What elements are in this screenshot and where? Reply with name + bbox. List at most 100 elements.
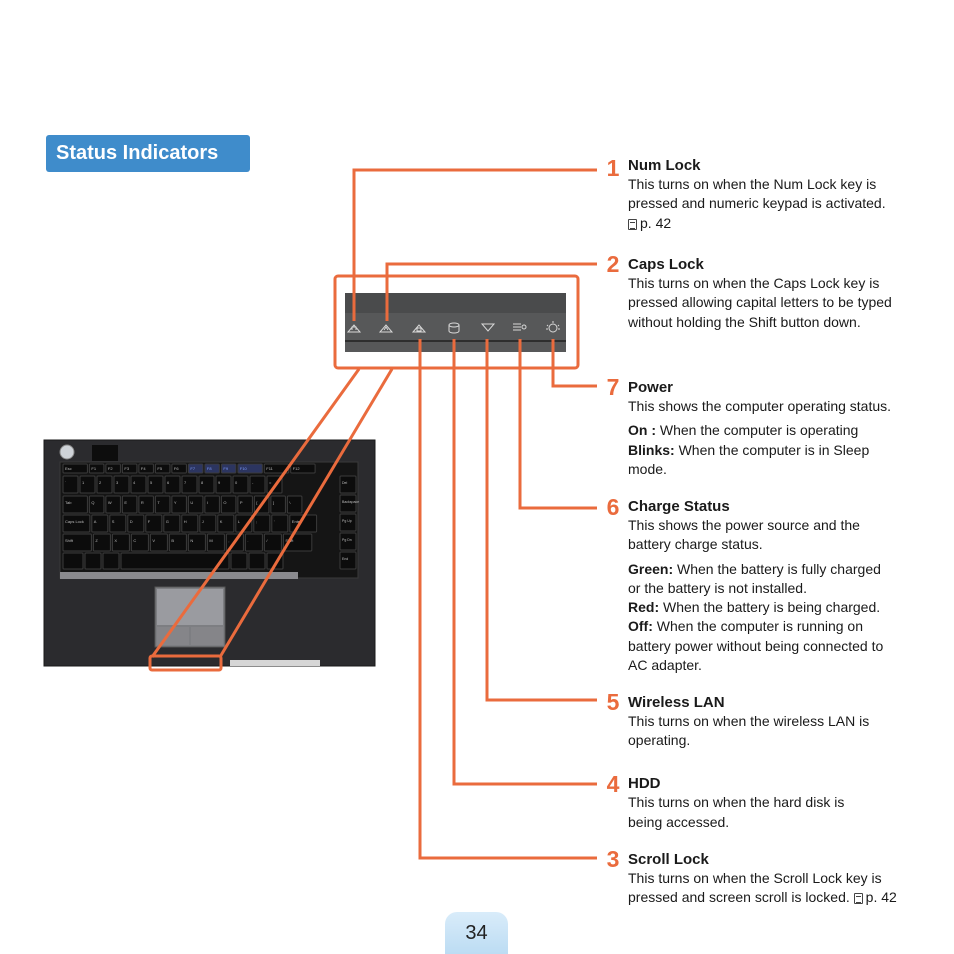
keyboard-key-label: 8: [201, 480, 204, 485]
scroll-lock-icon: [411, 324, 427, 333]
power-icon: [546, 321, 560, 333]
keyboard-key-label: ]: [273, 500, 274, 505]
keyboard-key-label: F9: [223, 466, 228, 471]
keyboard-key: [249, 475, 266, 494]
indicator-state: Red: When the battery is being charged.: [628, 599, 881, 616]
indicator-desc-line: This turns on when the wireless LAN is: [628, 713, 870, 729]
indicator-desc-line: This shows the computer operating status…: [628, 398, 892, 414]
keyboard-key-label: 6: [167, 480, 170, 485]
callout-number-5: 5: [606, 689, 620, 715]
keyboard-key: [62, 495, 88, 514]
touchpad: [157, 589, 223, 625]
keyboard-key: [79, 475, 96, 494]
keyboard-key: [244, 533, 263, 552]
indicator-power: Power This shows the computer operating …: [628, 378, 928, 479]
keyboard-key-label: 5: [150, 480, 153, 485]
keyboard-key: [220, 463, 237, 474]
keyboard-key-label: B: [171, 538, 174, 543]
keyboard-key: [204, 495, 220, 514]
keyboard-key-label: Tab: [65, 500, 72, 505]
keyboard-key: [102, 552, 120, 570]
indicator-hdd: HDD This turns on when the hard disk is …: [628, 774, 928, 833]
indicator-title: Wireless LAN: [628, 694, 725, 711]
keyboard-key: [147, 475, 164, 494]
keyboard-key: [339, 532, 357, 551]
callout-number-6: 6: [606, 494, 620, 520]
keyboard-key: [96, 475, 113, 494]
keyboard-key-label: F5: [157, 466, 162, 471]
indicator-desc-line: without holding the Shift button down.: [628, 313, 861, 330]
keyboard-key: [88, 463, 105, 474]
keyboard-key-label: .: [247, 538, 248, 543]
num-lock-icon: [346, 324, 362, 333]
keyboard-key: [171, 495, 187, 514]
keyboard-key: [181, 514, 199, 533]
keyboard-key: [109, 514, 127, 533]
keyboard-key: [113, 475, 130, 494]
keyboard-key: [286, 495, 303, 514]
manual-reference-icon: [853, 893, 863, 905]
page-reference[interactable]: p. 42: [853, 889, 897, 905]
keyboard-key-label: ,: [228, 538, 229, 543]
keyboard-key: [206, 533, 225, 552]
callout-number-7: 7: [606, 374, 620, 400]
indicator-desc-line: pressed and screen scroll is locked. p. …: [628, 889, 897, 906]
indicator-title: Power: [628, 379, 674, 396]
indicator-state: Blinks: When the computer is in Sleep mo…: [628, 441, 870, 477]
keyboard-key-label: O: [223, 500, 226, 505]
keyboard-key-label: Esc: [65, 466, 72, 471]
keyboard-key: [127, 514, 145, 533]
indicator-desc-line: This turns on when the hard disk is: [628, 794, 845, 810]
keyboard-key: [339, 494, 357, 513]
wireless-lan-icon: [480, 323, 496, 332]
keyboard-key: [339, 475, 357, 494]
keyboard-key: [230, 552, 248, 570]
keyboard-key-label: U: [190, 500, 193, 505]
keyboard-key: [154, 463, 171, 474]
keyboard-key: [138, 463, 154, 474]
indicator-desc-line: This shows the power source and the: [628, 517, 860, 533]
keyboard-key-label: Pg Up: [342, 519, 352, 523]
keyboard-key: [62, 552, 84, 570]
manual-reference-icon: [628, 218, 637, 230]
keyboard-key: [253, 514, 271, 533]
keyboard-key-label: F4: [141, 466, 146, 471]
keyboard-key: [199, 514, 217, 533]
keyboard-key-label: Del: [342, 481, 347, 485]
keyboard-key: [181, 475, 198, 494]
keyboard-key: [171, 463, 187, 474]
keyboard-key-label: 1: [82, 480, 85, 485]
callout-number-4: 4: [606, 771, 620, 797]
keyboard-key: [105, 463, 121, 474]
indicator-desc-line: pressed allowing capital letters to be t…: [628, 294, 892, 311]
keyboard-key: [339, 551, 357, 570]
keyboard-key-label: F7: [190, 466, 195, 471]
indicator-title: Charge Status: [628, 498, 730, 515]
keyboard-key-label: Caps Lock: [65, 519, 84, 524]
keyboard-key: [62, 475, 79, 494]
keyboard-key-label: T: [157, 500, 160, 505]
keyboard-key-label: Shift: [65, 538, 74, 543]
keyboard-key-label: Z: [95, 538, 98, 543]
keyboard-key-label: -: [252, 480, 254, 485]
keyboard-key: [121, 495, 138, 514]
keyboard-key: [163, 514, 181, 533]
keyboard-key: [130, 475, 147, 494]
keyboard-key-label: Pg Dn: [342, 538, 352, 542]
keyboard-key: [130, 533, 149, 552]
keyboard-key-label: 0: [235, 480, 238, 485]
keyboard-key: [215, 475, 232, 494]
keyboard-key: [164, 475, 181, 494]
keyboard-key: [120, 552, 230, 570]
keyboard-key: [204, 463, 220, 474]
keyboard-key-label: W: [108, 500, 112, 505]
keyboard-key: [154, 495, 171, 514]
keyboard-key-label: End: [342, 557, 348, 561]
keyboard-key-label: Backspace: [342, 500, 359, 504]
keyboard-key-label: K: [220, 519, 223, 524]
page-reference[interactable]: p. 42: [628, 214, 928, 233]
keyboard-key: [270, 495, 286, 514]
keyboard-key: [339, 513, 357, 532]
keyboard-key-label: S: [112, 519, 115, 524]
